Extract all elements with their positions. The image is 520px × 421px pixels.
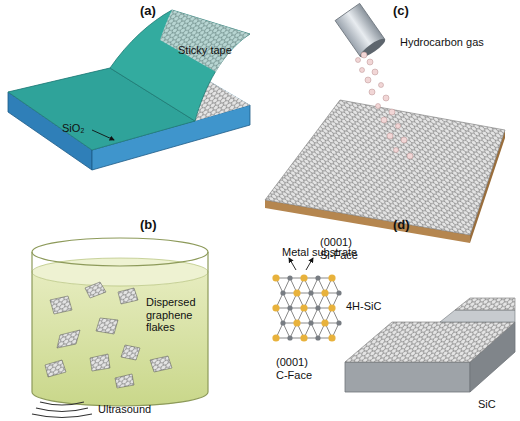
c-atom [315, 305, 320, 310]
si-atom [328, 304, 335, 311]
panel-letter: (d) [393, 218, 433, 233]
si-atom [328, 274, 335, 281]
c-atom [308, 320, 313, 325]
si-atom [300, 334, 307, 341]
c-atom [315, 275, 320, 280]
graphene-sheet [265, 100, 505, 235]
face-label: (0001) Si-Face [320, 236, 366, 261]
axis-arrow [306, 258, 313, 270]
c-atom [287, 335, 292, 340]
c-atom [315, 335, 320, 340]
part-label: 4H-SiC [346, 300, 406, 313]
ultrasound-waves [32, 402, 92, 418]
sic-lattice [272, 274, 341, 341]
leader-line [92, 130, 114, 140]
beaker-wall [32, 252, 208, 406]
panel-letter: (a) [140, 4, 180, 19]
part-label: Dispersed graphene flakes [146, 296, 204, 334]
part-label: SiC [478, 398, 518, 411]
tape-peel [110, 10, 250, 121]
face-label: (0001) C-Face [276, 356, 322, 381]
si-atom [272, 304, 279, 311]
gas-nozzle [335, 3, 387, 60]
si-atom [272, 334, 279, 341]
part-label: Hydrocarbon gas [400, 36, 510, 49]
si-atom [272, 274, 279, 281]
beaker-rim [32, 238, 208, 266]
part-label: Ultrasound [98, 403, 178, 416]
gas-molecules [356, 52, 414, 159]
c-atom [336, 290, 341, 295]
liquid [32, 272, 208, 406]
si-atom [300, 274, 307, 281]
si-atom [321, 319, 328, 326]
axis-arrow [289, 258, 296, 270]
part-label: SiO₂ [62, 122, 96, 135]
tape-graphene [160, 10, 250, 72]
c-atom [280, 320, 285, 325]
block-top [345, 322, 515, 362]
part-label: Sticky tape [178, 44, 258, 57]
c-atom [280, 290, 285, 295]
c-atom [287, 275, 292, 280]
c-atom [336, 320, 341, 325]
panel-letter: (b) [140, 218, 180, 233]
si-atom [321, 289, 328, 296]
step-riser [440, 310, 515, 322]
si-atom [293, 319, 300, 326]
si-atom [328, 334, 335, 341]
panel-letter: (c) [393, 4, 433, 19]
step-top [455, 298, 515, 310]
si-atom [300, 304, 307, 311]
c-atom [308, 290, 313, 295]
c-atom [287, 305, 292, 310]
block-front [345, 362, 470, 392]
si-atom [293, 289, 300, 296]
